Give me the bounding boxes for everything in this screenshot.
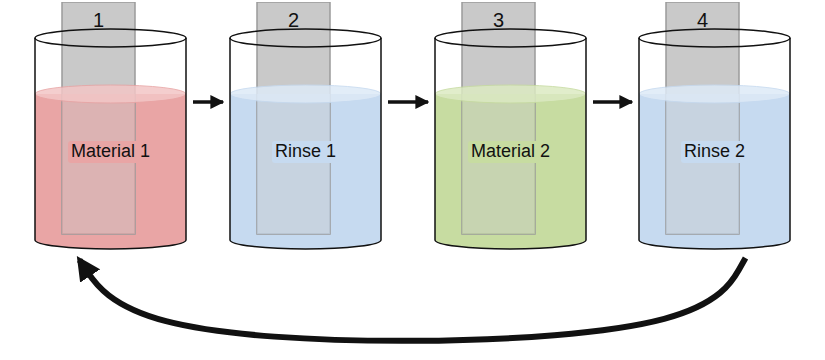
beaker-rim: [35, 29, 186, 47]
liquid: [35, 94, 186, 249]
beaker-label: Rinse 1: [272, 141, 339, 163]
slide: [257, 2, 330, 234]
liquid-surface: [35, 85, 186, 103]
liquid-surface: [639, 85, 790, 103]
liquid-tint: [62, 94, 135, 234]
liquid-tint: [666, 94, 739, 234]
beaker-wall: [35, 38, 186, 249]
flow-arrow: [80, 258, 746, 341]
beaker-drawing: [228, 2, 383, 252]
slide: [666, 2, 739, 234]
beaker-wall: [435, 38, 586, 249]
flow-arrow: [593, 100, 632, 104]
beaker-label: Material 2: [468, 141, 553, 163]
liquid: [230, 94, 381, 249]
flow-arrow: [193, 100, 223, 104]
beaker-drawing: [433, 2, 588, 252]
liquid: [639, 94, 790, 249]
beaker-drawing: [637, 2, 792, 252]
beaker-label: Material 1: [68, 141, 153, 163]
liquid: [435, 94, 586, 249]
beaker-wall: [639, 38, 790, 249]
liquid-tint: [257, 94, 330, 234]
beaker: 1Material 1: [33, 2, 188, 252]
beaker: 3Material 2: [433, 2, 588, 252]
slide-number: 4: [697, 8, 708, 32]
liquid-surface: [435, 85, 586, 103]
beaker-rim: [435, 29, 586, 47]
slide-number: 1: [93, 8, 104, 32]
liquid-surface: [230, 85, 381, 103]
beaker-drawing: [33, 2, 188, 252]
slide-number: 2: [288, 8, 299, 32]
flow-arrow: [388, 100, 428, 104]
liquid-tint: [462, 94, 535, 234]
beaker-wall: [230, 38, 381, 249]
beaker: 4Rinse 2: [637, 2, 792, 252]
beaker: 2Rinse 1: [228, 2, 383, 252]
beaker-rim: [639, 29, 790, 47]
slide: [62, 2, 135, 234]
slide: [462, 2, 535, 234]
beaker-rim: [230, 29, 381, 47]
beaker-label: Rinse 2: [681, 141, 748, 163]
slide-number: 3: [493, 8, 504, 32]
